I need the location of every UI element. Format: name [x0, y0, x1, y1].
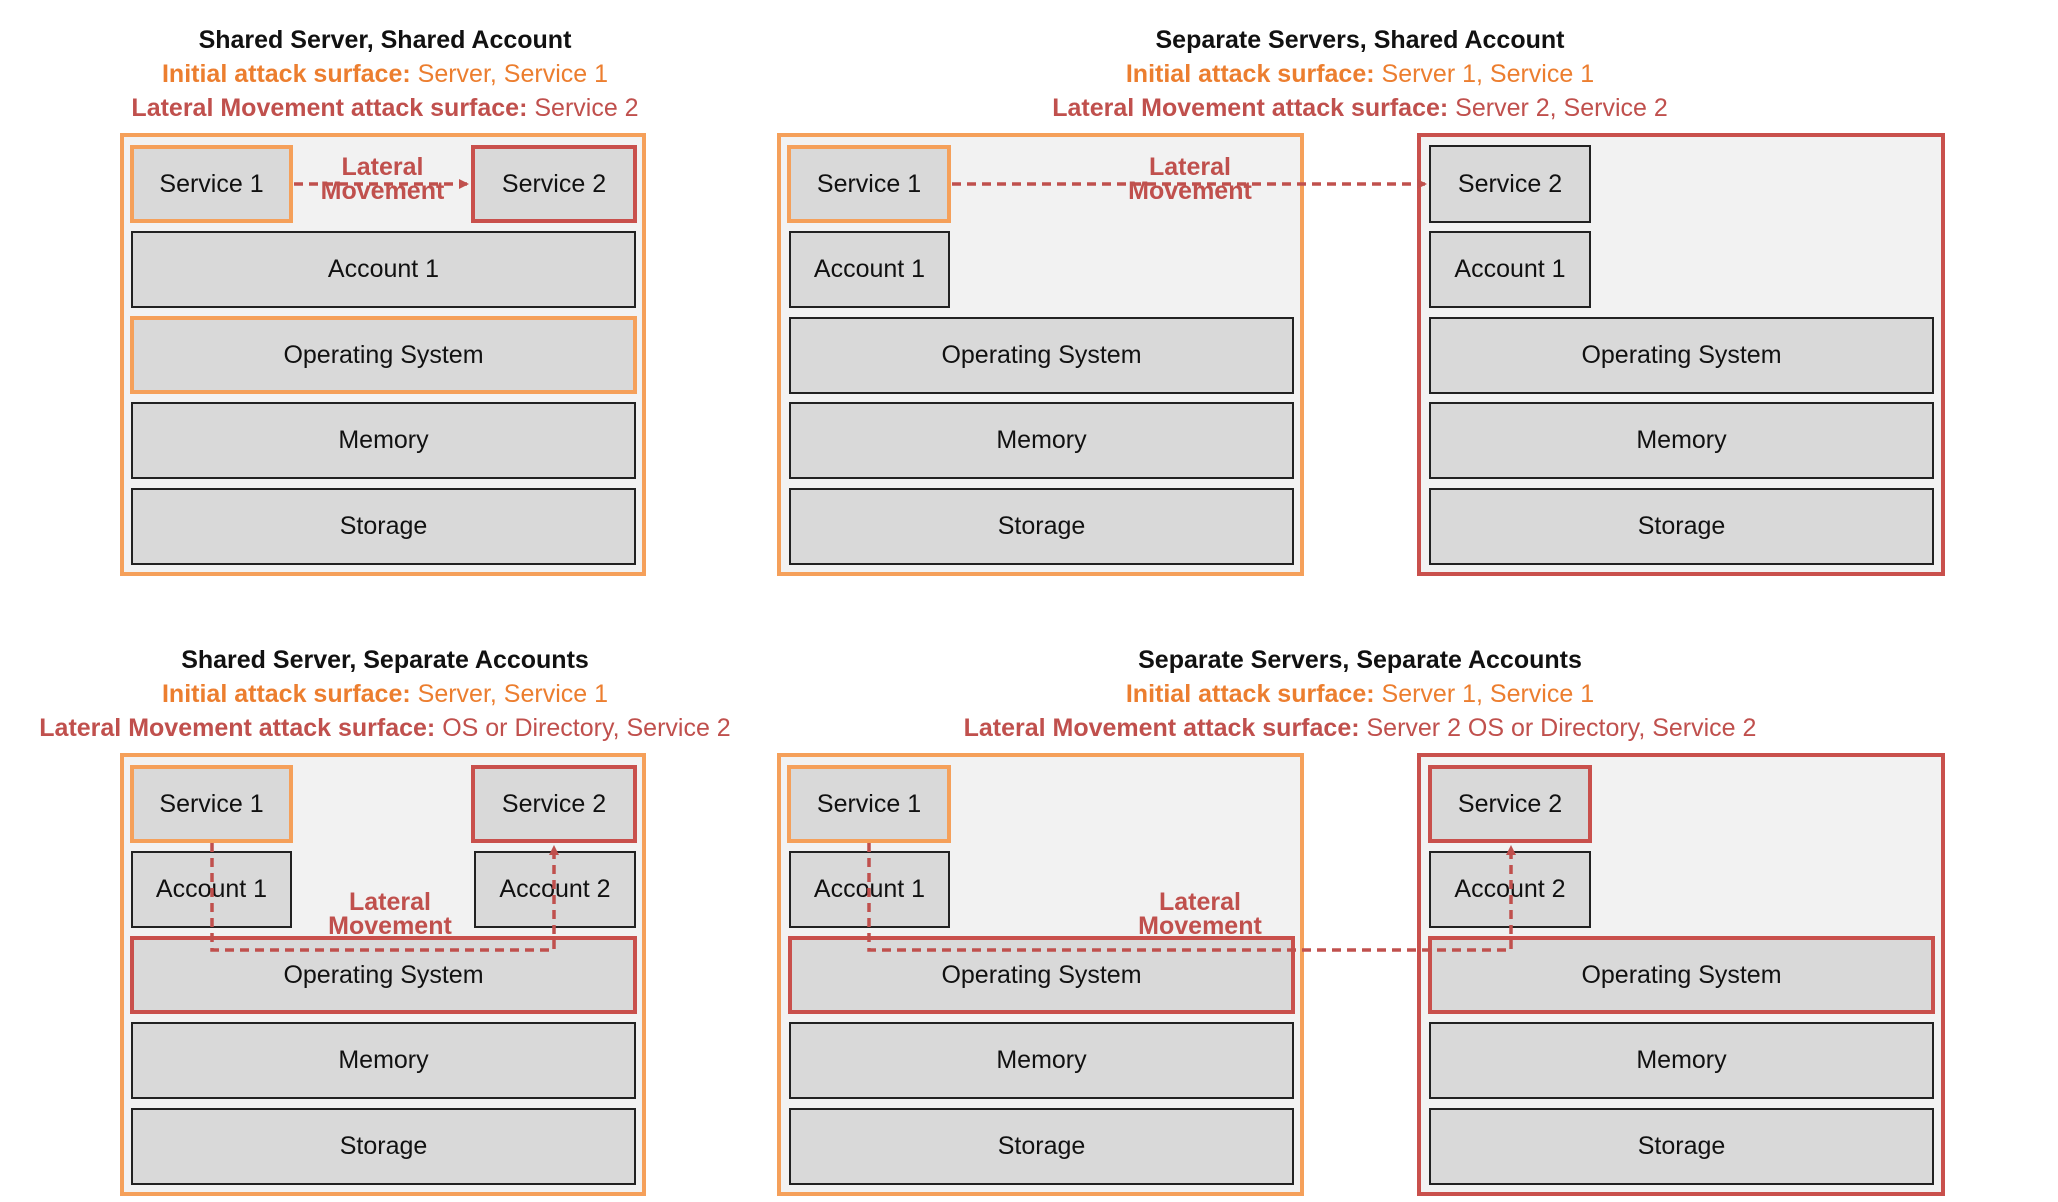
panel4-title: Separate Servers, Separate Accounts	[1138, 646, 1582, 674]
panel2-storage: Storage	[789, 488, 1294, 565]
panel4-initial-surface: Initial attack surface: Server 1, Servic…	[1125, 680, 1595, 708]
panel4-memory: Memory	[789, 1022, 1294, 1099]
panel4-lateral-surface: Lateral Movement attack surface: Server …	[963, 714, 1757, 742]
panel1-storage: Storage	[131, 488, 636, 565]
panel2-heading: Separate Servers, Shared Account Initial…	[1000, 23, 1720, 125]
panel4-storage: Storage	[789, 1108, 1294, 1185]
panel2-server2-storage: Storage	[1429, 488, 1934, 565]
panel2-os: Operating System	[789, 317, 1294, 394]
panel4-service1: Service 1	[787, 765, 951, 843]
panel1-service1: Service 1	[130, 145, 293, 223]
panel3-lateral-surface: Lateral Movement attack surface: OS or D…	[39, 714, 731, 742]
panel3-lateral-arrow	[210, 843, 559, 952]
panel2-initial-surface: Initial attack surface: Server 1, Servic…	[1125, 60, 1595, 88]
panel2-lateral-surface: Lateral Movement attack surface: Server …	[1052, 94, 1668, 122]
panel4-server2-storage: Storage	[1429, 1108, 1934, 1185]
panel2-title: Separate Servers, Shared Account	[1155, 26, 1565, 54]
panel2-service1: Service 1	[787, 145, 951, 223]
panel3-memory: Memory	[131, 1022, 636, 1099]
panel2-memory: Memory	[789, 402, 1294, 479]
panel4-lateral-arrow	[867, 843, 1516, 952]
panel2-server2-os: Operating System	[1429, 317, 1934, 394]
panel1-os: Operating System	[130, 316, 637, 394]
panel3-heading: Shared Server, Separate Accounts Initial…	[20, 643, 750, 745]
panel1-title: Shared Server, Shared Account	[198, 26, 572, 54]
panel4-server2-memory: Memory	[1429, 1022, 1934, 1099]
panel4-server2-os: Operating System	[1428, 936, 1935, 1014]
panel1-heading: Shared Server, Shared Account Initial at…	[60, 23, 710, 125]
panel3-title: Shared Server, Separate Accounts	[181, 646, 589, 674]
panel1-service2: Service 2	[471, 145, 637, 223]
panel2-server2-account1: Account 1	[1429, 231, 1591, 308]
panel3-initial-surface: Initial attack surface: Server, Service …	[161, 680, 609, 708]
panel3-service1: Service 1	[130, 765, 293, 843]
panel4-server2-service2: Service 2	[1428, 765, 1592, 843]
panel2-account1: Account 1	[789, 231, 950, 308]
panel2-server2-service2: Service 2	[1429, 145, 1591, 223]
panel1-memory: Memory	[131, 402, 636, 479]
panel3-storage: Storage	[131, 1108, 636, 1185]
panel4-heading: Separate Servers, Separate Accounts Init…	[940, 643, 1780, 745]
panel1-lateral-surface: Lateral Movement attack surface: Service…	[131, 94, 639, 122]
panel3-service2: Service 2	[471, 765, 637, 843]
panel1-initial-surface: Initial attack surface: Server, Service …	[161, 60, 609, 88]
panel2-server2-memory: Memory	[1429, 402, 1934, 479]
panel1-account1: Account 1	[131, 231, 636, 308]
